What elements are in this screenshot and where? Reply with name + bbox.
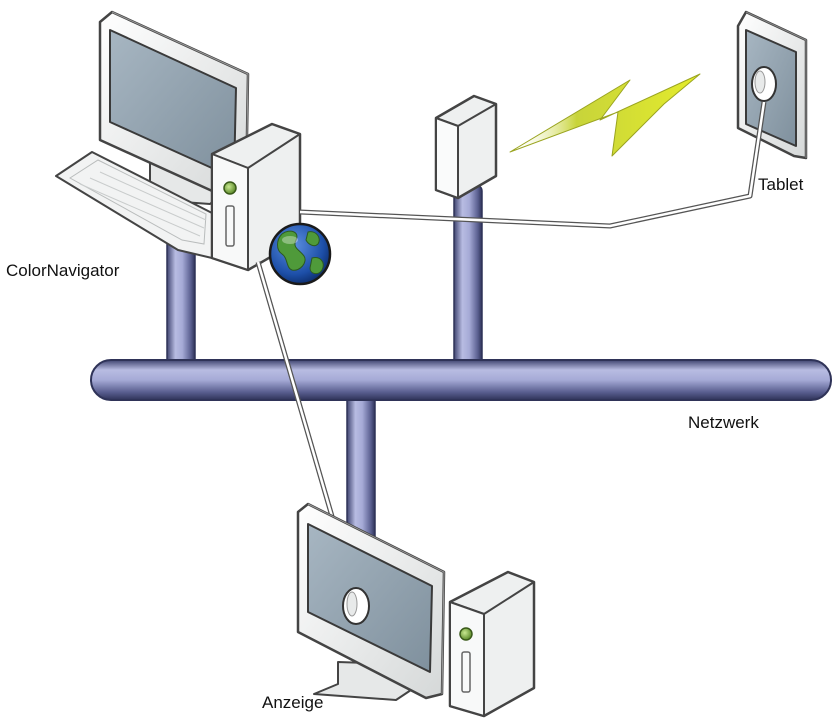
lightning-bolt-icon <box>509 73 701 157</box>
wireless-access-point-icon <box>434 94 498 200</box>
globe-icon <box>268 222 332 286</box>
network-bus-pipe-icon <box>90 359 832 401</box>
label-tablet: Tablet <box>758 175 804 194</box>
label-netzwerk: Netzwerk <box>688 413 759 432</box>
cable-workstation-to-tablet <box>299 101 767 229</box>
pipe-access-point <box>453 184 483 377</box>
monitor-with-sensor-icon <box>296 502 536 718</box>
label-colornavigator: ColorNavigator <box>6 261 120 280</box>
tablet-with-sensor-icon <box>736 10 808 160</box>
desktop-computer-icon <box>55 10 302 272</box>
label-anzeige: Anzeige <box>262 693 324 712</box>
